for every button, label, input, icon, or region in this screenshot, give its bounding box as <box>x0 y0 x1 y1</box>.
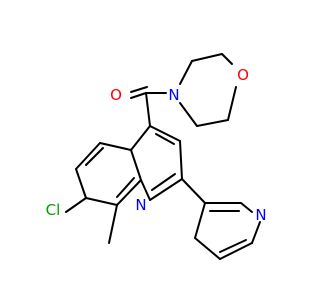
bond <box>219 242 253 260</box>
molecule-drawing: O N O N N Cl <box>46 53 267 260</box>
morpholine-nitrogen-label: N <box>168 86 179 104</box>
bond <box>221 53 233 65</box>
bond <box>151 173 176 191</box>
carbonyl-oxygen-label: O <box>110 86 122 104</box>
structure-diagram: O N O N N Cl <box>46 53 267 260</box>
pyridine-nitrogen-label: N <box>255 206 266 224</box>
chlorine-label: Cl <box>46 201 61 219</box>
bond <box>155 133 175 145</box>
bond <box>99 142 132 151</box>
bond <box>65 197 87 213</box>
bond <box>179 60 193 85</box>
atom-labels: O N O N N Cl <box>46 66 267 224</box>
bond <box>179 140 183 180</box>
bond <box>116 177 135 198</box>
bonds <box>65 53 261 260</box>
bond <box>130 92 147 99</box>
morpholine-oxygen-label: O <box>237 66 249 84</box>
bond <box>240 202 253 213</box>
bond <box>130 149 142 181</box>
bond <box>149 125 181 142</box>
bond <box>179 102 198 127</box>
bond <box>227 86 237 121</box>
bond <box>116 179 142 206</box>
bond <box>181 178 206 204</box>
bond <box>149 178 183 201</box>
bond <box>130 125 151 151</box>
bond <box>75 168 87 199</box>
bond <box>145 92 151 127</box>
bond <box>75 142 101 170</box>
bond <box>85 197 118 206</box>
bond <box>130 86 148 93</box>
bond <box>196 119 229 127</box>
quinoline-nitrogen-label: N <box>135 196 146 214</box>
bond <box>85 147 104 166</box>
bond <box>194 237 221 260</box>
bond <box>251 221 261 244</box>
bond <box>219 239 247 253</box>
bond <box>194 202 206 239</box>
bond <box>191 53 223 62</box>
bond <box>140 179 151 201</box>
bond <box>108 204 118 244</box>
